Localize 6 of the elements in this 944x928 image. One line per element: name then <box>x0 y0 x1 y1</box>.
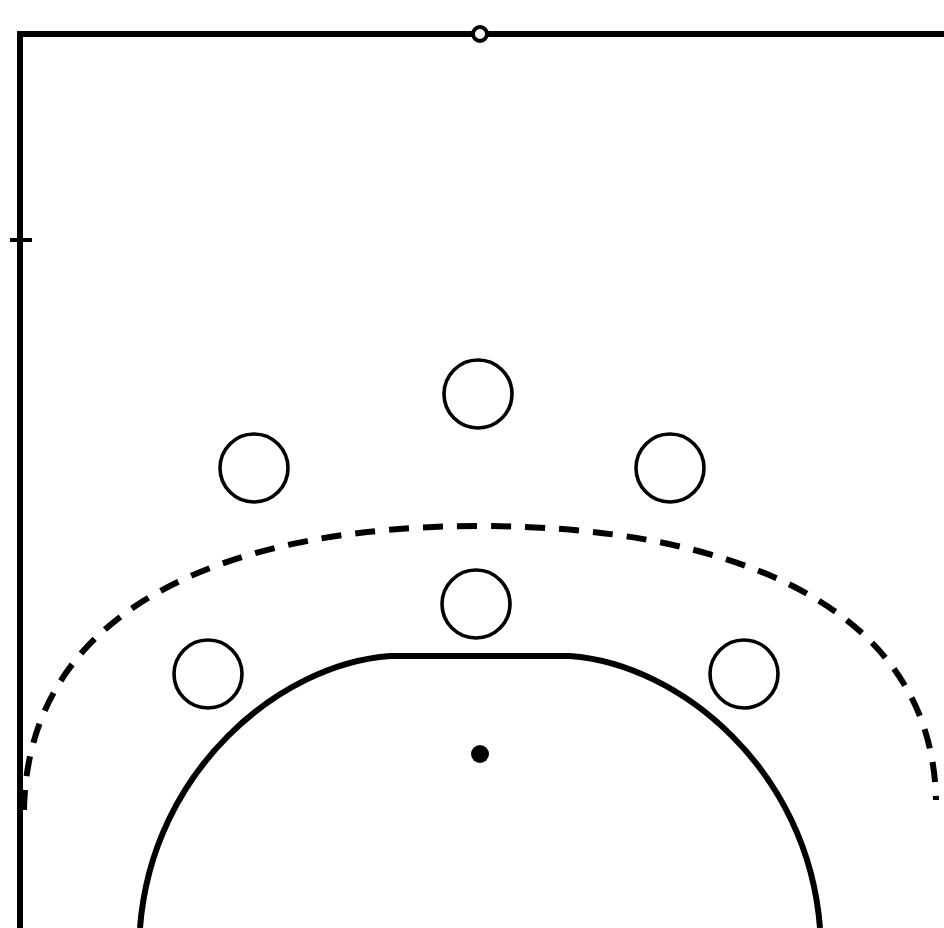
player-circle <box>634 432 706 504</box>
player-circle <box>442 358 514 430</box>
player-circle <box>172 638 244 710</box>
player-circle <box>708 638 780 710</box>
player-circle <box>218 432 290 504</box>
player-circle <box>440 568 512 640</box>
